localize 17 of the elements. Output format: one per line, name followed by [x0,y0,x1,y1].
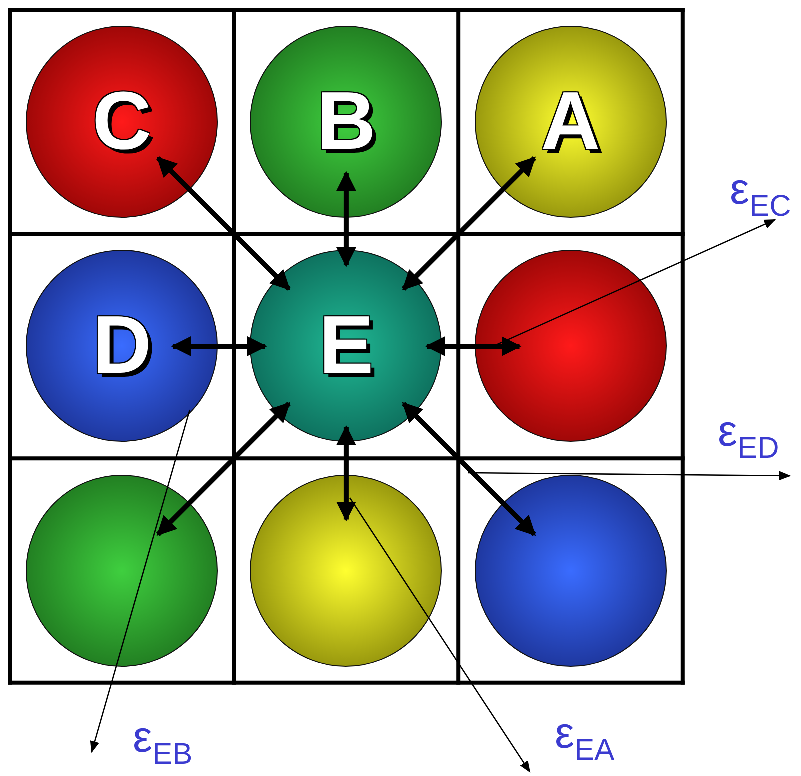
double-arrow [171,336,268,356]
node-letter: A [541,81,600,164]
node-letter: C [92,81,152,164]
epsilon-label: ε$_{EA}$ [555,712,615,766]
node-letter: E [319,305,374,388]
epsilon-label: ε$_{ED}$ [718,410,780,464]
double-arrow [402,402,536,536]
double-arrow [402,156,536,291]
node-letter: D [92,305,152,388]
double-arrow [425,336,522,356]
double-arrow [156,402,291,536]
double-arrow [336,425,356,522]
epsilon-label: ε$_{EC}$ [730,168,792,222]
epsilon-label: ε$_{EB}$ [133,716,193,770]
double-arrow [156,156,291,291]
node-letter: B [316,81,376,164]
double-arrow [336,171,356,268]
